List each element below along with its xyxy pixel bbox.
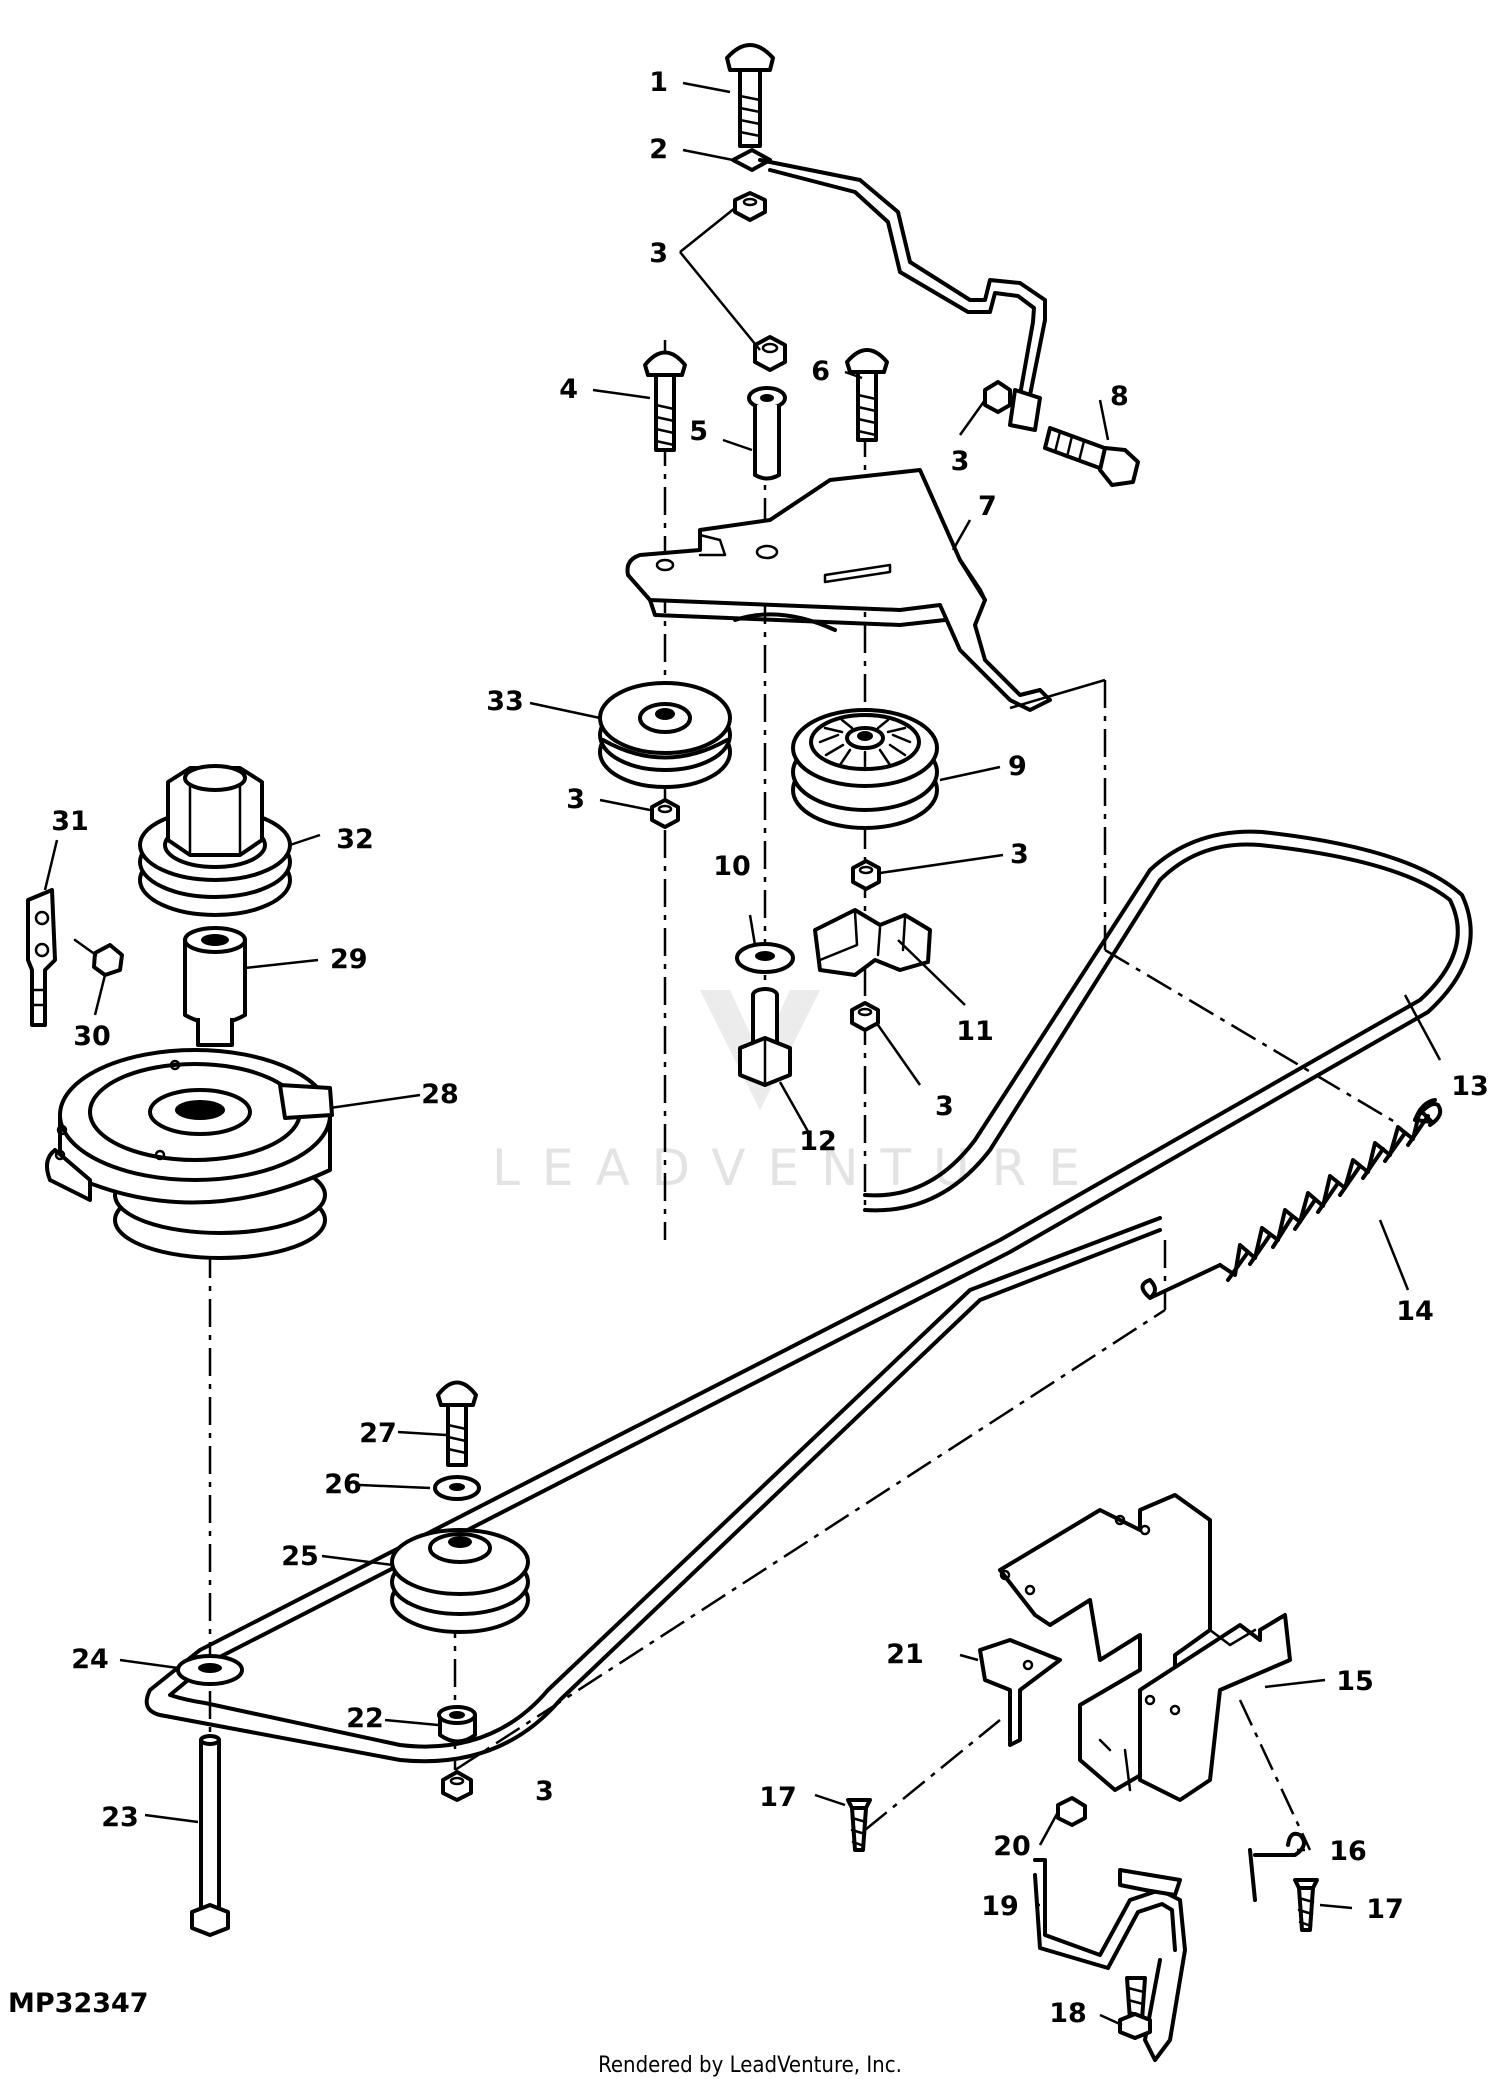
callout-16: 16 bbox=[1329, 1836, 1367, 1867]
callout-31: 31 bbox=[51, 806, 89, 837]
belt-guide-11 bbox=[813, 908, 932, 977]
callout-33: 33 bbox=[486, 686, 524, 717]
callout-7: 7 bbox=[978, 491, 997, 522]
washer-10 bbox=[735, 942, 795, 974]
washer-26 bbox=[433, 1475, 481, 1501]
callout-1: 1 bbox=[649, 67, 668, 98]
callout-17: 17 bbox=[759, 1782, 797, 1813]
callout-21: 21 bbox=[886, 1639, 924, 1670]
callout-9: 9 bbox=[1008, 751, 1027, 782]
callout-labels: 1 2 3 3 3 3 3 3 3 4 5 6 7 8 9 10 11 12 1… bbox=[51, 67, 1489, 2029]
callout-15: 15 bbox=[1336, 1666, 1374, 1697]
callout-11: 11 bbox=[956, 1016, 994, 1047]
spring-clip-16 bbox=[1248, 1831, 1306, 1902]
drive-pulley-32 bbox=[138, 764, 292, 917]
callout-3: 3 bbox=[1010, 839, 1029, 870]
callout-10: 10 bbox=[713, 851, 751, 882]
callout-30: 30 bbox=[73, 1021, 111, 1052]
idler-spring-14 bbox=[1140, 1098, 1443, 1300]
drive-belt-13 bbox=[144, 829, 1473, 1764]
carriage-bolt-4 bbox=[643, 350, 687, 452]
bolt-23 bbox=[190, 1734, 230, 1937]
hex-nut-3-e bbox=[851, 859, 881, 891]
callout-17: 17 bbox=[1366, 1894, 1404, 1925]
hex-nut-3-d bbox=[650, 798, 680, 829]
carriage-bolt-1 bbox=[725, 43, 775, 148]
render-credit: Rendered by LeadVenture, Inc. bbox=[598, 2053, 902, 2078]
hex-nut-3-g bbox=[441, 1770, 473, 1802]
callout-18: 18 bbox=[1049, 1998, 1087, 2029]
leader-lines bbox=[43, 81, 1442, 2027]
callout-22: 22 bbox=[346, 1703, 384, 1734]
callout-26: 26 bbox=[324, 1469, 362, 1500]
diagram-code: MP32347 bbox=[8, 1988, 149, 2019]
callout-3: 3 bbox=[951, 446, 970, 477]
callout-28: 28 bbox=[421, 1079, 459, 1110]
hex-bolt-8 bbox=[1043, 426, 1140, 487]
watermark-text: LEADVENTURE bbox=[492, 1139, 1102, 1197]
bracket-21 bbox=[978, 1638, 1062, 1747]
callout-3: 3 bbox=[535, 1776, 554, 1807]
callout-12: 12 bbox=[799, 1126, 837, 1157]
rod-19 bbox=[1033, 1858, 1187, 2062]
screw-17-a bbox=[846, 1798, 872, 1852]
callout-19: 19 bbox=[981, 1891, 1019, 1922]
hex-nut-3-f bbox=[850, 1001, 880, 1032]
washer-24 bbox=[176, 1654, 244, 1686]
idler-pulley-25 bbox=[390, 1528, 530, 1634]
spacer-22 bbox=[437, 1705, 477, 1744]
hex-nut-3-b bbox=[753, 335, 787, 372]
idler-pulley-9 bbox=[791, 708, 939, 830]
callout-4: 4 bbox=[559, 374, 578, 405]
mounting-bracket-15 bbox=[998, 1493, 1292, 1802]
callout-24: 24 bbox=[71, 1644, 109, 1675]
screw-18 bbox=[1118, 1976, 1152, 2040]
screw-17-b bbox=[1293, 1878, 1319, 1932]
callout-6: 6 bbox=[811, 356, 830, 387]
carriage-bolt-6 bbox=[845, 348, 889, 442]
carriage-bolt-27 bbox=[436, 1380, 478, 1467]
callout-20: 20 bbox=[993, 1831, 1031, 1862]
link-rod-2 bbox=[731, 148, 1047, 432]
callout-14: 14 bbox=[1396, 1296, 1434, 1327]
hex-nut-20 bbox=[1056, 1796, 1087, 1827]
callout-8: 8 bbox=[1110, 381, 1129, 412]
callout-3: 3 bbox=[935, 1091, 954, 1122]
callout-13: 13 bbox=[1451, 1071, 1489, 1102]
watermark: LEADVENTURE bbox=[492, 952, 1102, 1197]
callout-29: 29 bbox=[330, 944, 368, 975]
callout-32: 32 bbox=[336, 824, 374, 855]
shoulder-bolt-12 bbox=[738, 987, 792, 1087]
pto-clutch-28 bbox=[44, 1048, 334, 1260]
callout-3: 3 bbox=[649, 238, 668, 269]
idler-pulley-33 bbox=[598, 681, 732, 789]
idler-bracket-7 bbox=[625, 468, 1106, 712]
callout-23: 23 bbox=[101, 1802, 139, 1833]
callout-3: 3 bbox=[566, 784, 585, 815]
spacer-29 bbox=[183, 926, 247, 1047]
hex-nut-3-a bbox=[733, 191, 767, 222]
bracket-31 bbox=[26, 888, 57, 1027]
callout-2: 2 bbox=[649, 134, 668, 165]
callout-25: 25 bbox=[281, 1541, 319, 1572]
callout-5: 5 bbox=[689, 416, 708, 447]
spacer-5 bbox=[747, 386, 787, 481]
hex-bolt-30 bbox=[73, 938, 124, 977]
hex-nut-3-c bbox=[983, 380, 1012, 414]
callout-27: 27 bbox=[359, 1418, 397, 1449]
